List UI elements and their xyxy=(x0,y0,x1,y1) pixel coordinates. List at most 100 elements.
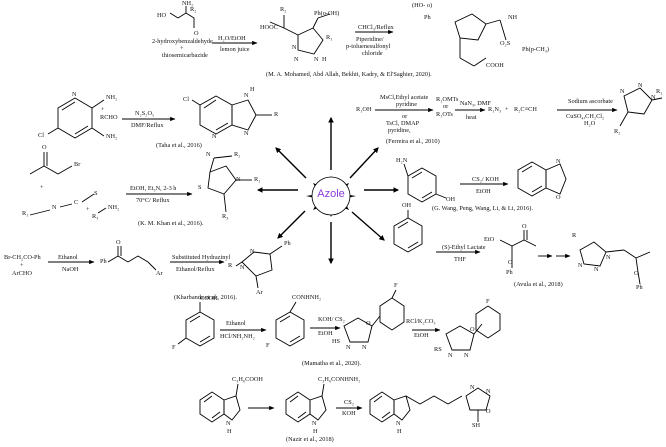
r9-citation: (Nazir et al., 2018) xyxy=(286,436,334,443)
r1-cond2-b3: chloride xyxy=(362,50,383,57)
r1-q-ph: Ph xyxy=(424,14,431,21)
r4-nh2: NH₂ xyxy=(108,204,120,211)
r9-p-n1: N xyxy=(470,384,475,391)
r7-i-o2: O xyxy=(508,259,513,266)
r7-p-n1: N xyxy=(578,262,583,269)
r6-cond-bottom: NaOH xyxy=(62,266,79,273)
r4-plus1: + xyxy=(40,184,44,191)
r9-cond-top: CS₂ xyxy=(344,399,354,406)
r4-r1: R₁ xyxy=(22,210,29,217)
r5-cond-top: CS₂/ KOH xyxy=(472,176,499,183)
route7-structures xyxy=(393,210,651,285)
r1-q-tol: Ph(p-CH₃) xyxy=(522,46,550,53)
r2-cl: Cl xyxy=(38,132,44,139)
r1-p-n2: N xyxy=(294,56,299,63)
route5-structures xyxy=(403,161,567,203)
r8-cond3-top: RCl/K₂CO₃ xyxy=(406,318,436,325)
r8-i2-f: F xyxy=(394,282,398,289)
r2-cond-top: N₂S₂O₅ xyxy=(135,110,155,117)
r7-p-n3: N xyxy=(606,254,611,261)
r8-p-f: F xyxy=(486,298,490,305)
r1-cond2-b2: p-toluenesulfonyl xyxy=(346,43,391,50)
r1-p-r2: R₂ xyxy=(280,6,287,13)
r3-mid3: R₁OTs xyxy=(436,111,453,118)
r4-p-r1: R₁ xyxy=(254,176,261,183)
r1-cond-bottom: lemon juice xyxy=(220,46,250,53)
r7-oh: OH xyxy=(402,202,412,209)
r1-plus: + xyxy=(180,45,184,52)
r9-n: N xyxy=(226,420,231,427)
r6-p-n2: N xyxy=(250,248,255,255)
r1-q-nh: NH xyxy=(508,14,518,21)
r8-i2-n1: N xyxy=(346,344,351,351)
r4-p-s: S xyxy=(198,184,202,191)
r1-q-cooh: COOH xyxy=(486,62,504,69)
r3-p-r1: R₁ xyxy=(656,88,663,95)
r6-reagent-a: Br-CH₂CO-Ph xyxy=(4,254,41,261)
r6-cond2-top: Substituted Hydrazinyl xyxy=(172,254,231,261)
r8-i2-n2: N xyxy=(362,344,367,351)
r8-p-n1: N xyxy=(448,352,453,359)
r6-cond-top: Ethanol xyxy=(58,254,78,261)
r1-p-n1: N xyxy=(292,44,297,51)
r7-i-ph: Ph xyxy=(506,269,513,276)
r6-p-ar: Ar xyxy=(256,289,263,296)
r2-p-n3: N xyxy=(212,133,217,140)
r2-nh2b: NH₂ xyxy=(106,133,118,140)
r4-cond-bottom: 70°C/ Reflux xyxy=(136,197,170,204)
r8-cond2-top: KOH/ CS₂ xyxy=(318,316,345,323)
r3-p-r2: R₂ xyxy=(614,128,621,135)
r2-p-h: H xyxy=(250,86,255,93)
r7-p-ph: Ph xyxy=(636,284,643,291)
r3-cond3-b1: CuSO₄,CH₂Cl₂ xyxy=(566,113,605,120)
r5-citation: (G. Wang, Peng, Wang, Li, & Li, 2016). xyxy=(432,205,533,212)
r9-p-n: N xyxy=(396,420,401,427)
r5-oh: OH xyxy=(446,196,456,203)
r7-p-n2: N xyxy=(594,266,599,273)
r3-azide: R₁N₃ xyxy=(488,106,502,113)
r2-plus: + xyxy=(101,106,105,113)
r8-cooh: COOH xyxy=(200,295,218,302)
r9-p-sh: SH xyxy=(472,422,481,429)
r1-p-n3: N xyxy=(314,56,319,63)
r3-p-n1: N xyxy=(620,88,625,95)
route1-structures xyxy=(169,6,507,67)
route9-structures xyxy=(199,383,491,423)
hub-sparkle xyxy=(306,176,356,217)
r6-p-ph: Ph xyxy=(284,240,291,247)
r1-reagent-a: 2-hydroxybenzaldehyde xyxy=(152,38,213,45)
r8-p-n2: N xyxy=(464,352,469,359)
r2-n: N xyxy=(72,91,77,98)
r3-sub2: or xyxy=(402,113,408,120)
r3-r1oh: R₁OH xyxy=(356,106,372,113)
r9-i-hydrazide: C₃H₆CONHNH₂ xyxy=(318,376,361,383)
r1-q-ho: (HO- o) xyxy=(412,2,433,9)
r2-nh2a: NH₂ xyxy=(106,94,118,101)
r2-p-r: R xyxy=(274,111,279,118)
r2-cond-bottom: DMF/Reflux xyxy=(131,122,164,129)
r4-p-n2: N xyxy=(236,176,241,183)
r3-sub4: pyridine, xyxy=(388,127,411,134)
r3-plus: + xyxy=(505,106,509,113)
r3-cond2-bottom: heat xyxy=(466,114,477,121)
r8-i-f: F xyxy=(266,342,270,349)
radial-arrows xyxy=(256,116,400,265)
r8-f: F xyxy=(172,344,176,351)
r9-p-o: O xyxy=(486,408,491,415)
r1-citation: (M. A. Mohamed, Abd Allah, Bekhit, Kadry… xyxy=(266,71,432,78)
r4-s: S xyxy=(94,190,98,197)
r9-i-h: H xyxy=(313,428,318,435)
r5-p-o: O xyxy=(556,194,561,201)
r1-p-ph: Ph(o-OH) xyxy=(314,10,340,17)
r3-citation: (Ferreira et al., 2010) xyxy=(386,138,440,145)
r4-cond-top: EtOH, Et₃N, 2-3 h xyxy=(130,185,177,192)
r1-p-h: H xyxy=(322,56,327,63)
r6-i-ph: Ph xyxy=(100,258,107,265)
r6-p-r: R xyxy=(228,262,233,269)
r6-i-ar: Ar xyxy=(156,270,163,277)
r4-o: O xyxy=(42,144,47,151)
r7-cond-bottom: THF xyxy=(454,256,466,263)
r1-ho: HO xyxy=(157,12,167,19)
r7-i-o: O xyxy=(522,223,527,230)
r4-p-r3: R₃ xyxy=(222,213,229,220)
